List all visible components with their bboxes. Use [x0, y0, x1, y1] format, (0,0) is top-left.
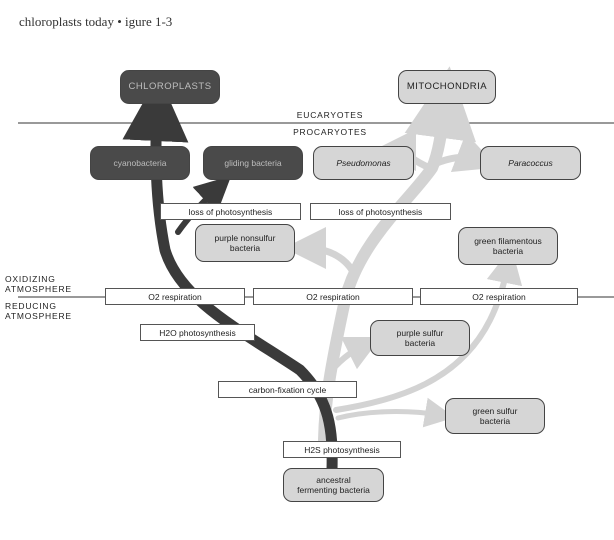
cyanobacteria-node: cyanobacteria	[90, 146, 190, 180]
o2-respiration-label-2: O2 respiration	[253, 288, 413, 305]
green-sulfur-node: green sulfur bacteria	[445, 398, 545, 434]
mitochondria-node: MITOCHONDRIA	[398, 70, 496, 104]
h2s-photosynthesis-label: H2S photosynthesis	[283, 441, 401, 458]
green-sulfur-text: green sulfur bacteria	[472, 406, 518, 426]
chloroplasts-node: CHLOROPLASTS	[120, 70, 220, 104]
green-filamentous-text: green filamentous bacteria	[474, 236, 542, 256]
purple-nonsulfur-text: purple nonsulfur bacteria	[214, 233, 276, 253]
oxidizing-text: OXIDIZING ATMOSPHERE	[5, 274, 72, 294]
o2-respiration-label-3: O2 respiration	[420, 288, 578, 305]
ancestral-fermenting-node: ancestral fermenting bacteria	[283, 468, 384, 502]
h2o-photosynthesis-label: H2O photosynthesis	[140, 324, 255, 341]
purple-sulfur-node: purple sulfur bacteria	[370, 320, 470, 356]
reducing-atmosphere-label: REDUCING ATMOSPHERE	[5, 301, 72, 321]
gliding-bacteria-node: gliding bacteria	[203, 146, 303, 180]
pseudomonas-node: Pseudomonas	[313, 146, 414, 180]
purple-nonsulfur-node: purple nonsulfur bacteria	[195, 224, 295, 262]
purple-sulfur-text: purple sulfur bacteria	[396, 328, 444, 348]
ancestral-fermenting-text: ancestral fermenting bacteria	[297, 475, 370, 495]
paracoccus-node: Paracoccus	[480, 146, 581, 180]
loss-of-photosynthesis-label-2: loss of photosynthesis	[310, 203, 451, 220]
reducing-text: REDUCING ATMOSPHERE	[5, 301, 72, 321]
carbon-fixation-cycle-label: carbon-fixation cycle	[218, 381, 357, 398]
eucaryotes-label: EUCARYOTES	[296, 110, 364, 120]
procaryotes-label: PROCARYOTES	[293, 127, 367, 137]
green-filamentous-node: green filamentous bacteria	[458, 227, 558, 265]
o2-respiration-label-1: O2 respiration	[105, 288, 245, 305]
oxidizing-atmosphere-label: OXIDIZING ATMOSPHERE	[5, 274, 72, 294]
page-caption: chloroplasts today • igure 1-3	[19, 14, 173, 29]
loss-of-photosynthesis-label-1: loss of photosynthesis	[160, 203, 301, 220]
